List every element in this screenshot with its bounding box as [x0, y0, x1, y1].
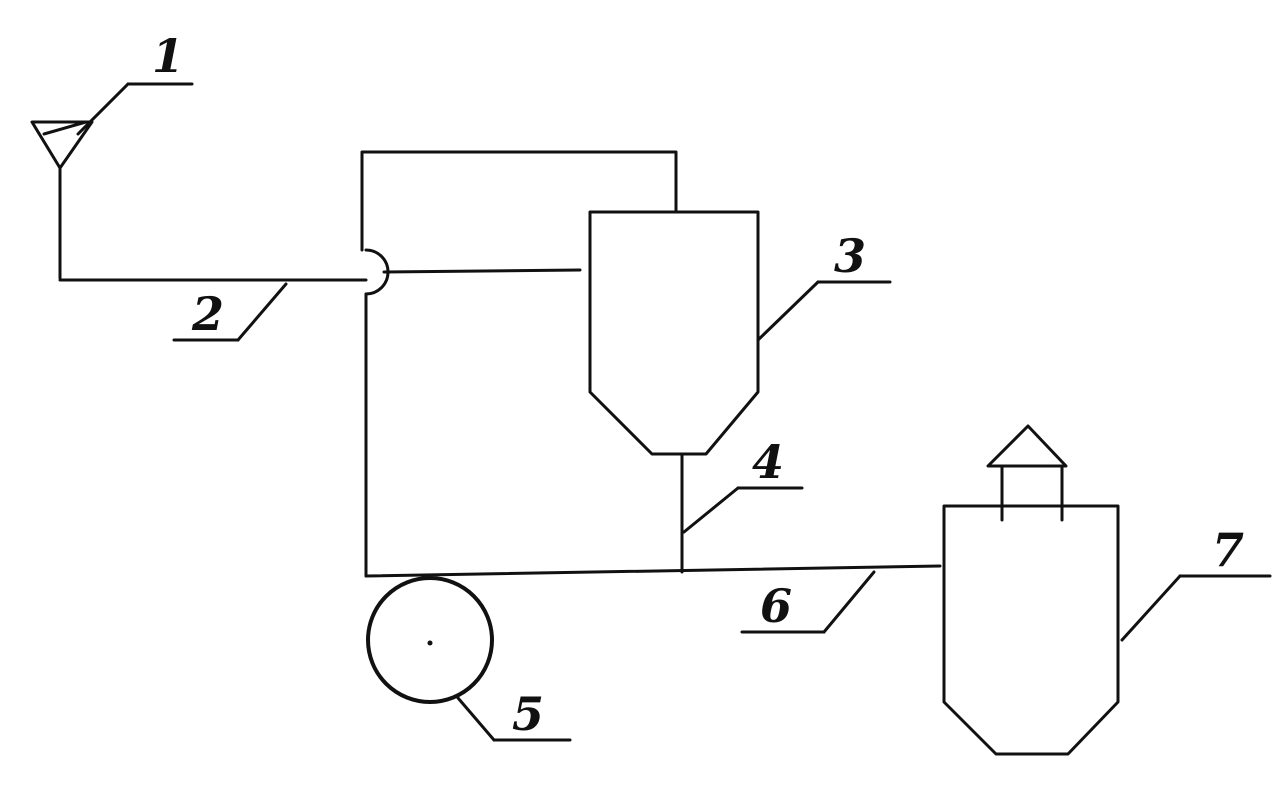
leader-3: 3 [756, 229, 892, 342]
receiving-vessel [942, 424, 1120, 756]
leader-5: 5 [456, 687, 572, 742]
leader-6: 6 [740, 570, 876, 634]
feed-pipe [58, 248, 582, 296]
leader-2: 2 [172, 282, 288, 342]
label-3: 3 [834, 229, 866, 283]
pump-wheel [366, 576, 494, 704]
cyclone-vessel [588, 210, 760, 456]
label-7: 7 [1212, 523, 1244, 577]
feed-funnel [30, 120, 94, 280]
return-line [360, 150, 678, 578]
label-2: 2 [191, 287, 224, 341]
leader-4: 4 [682, 435, 804, 534]
transfer-pipe [364, 564, 942, 578]
leader-7: 7 [1120, 523, 1272, 642]
label-6: 6 [760, 579, 792, 633]
label-5: 5 [512, 687, 544, 741]
label-1: 1 [152, 29, 184, 83]
leader-1: 1 [76, 29, 194, 136]
label-4: 4 [752, 435, 784, 489]
